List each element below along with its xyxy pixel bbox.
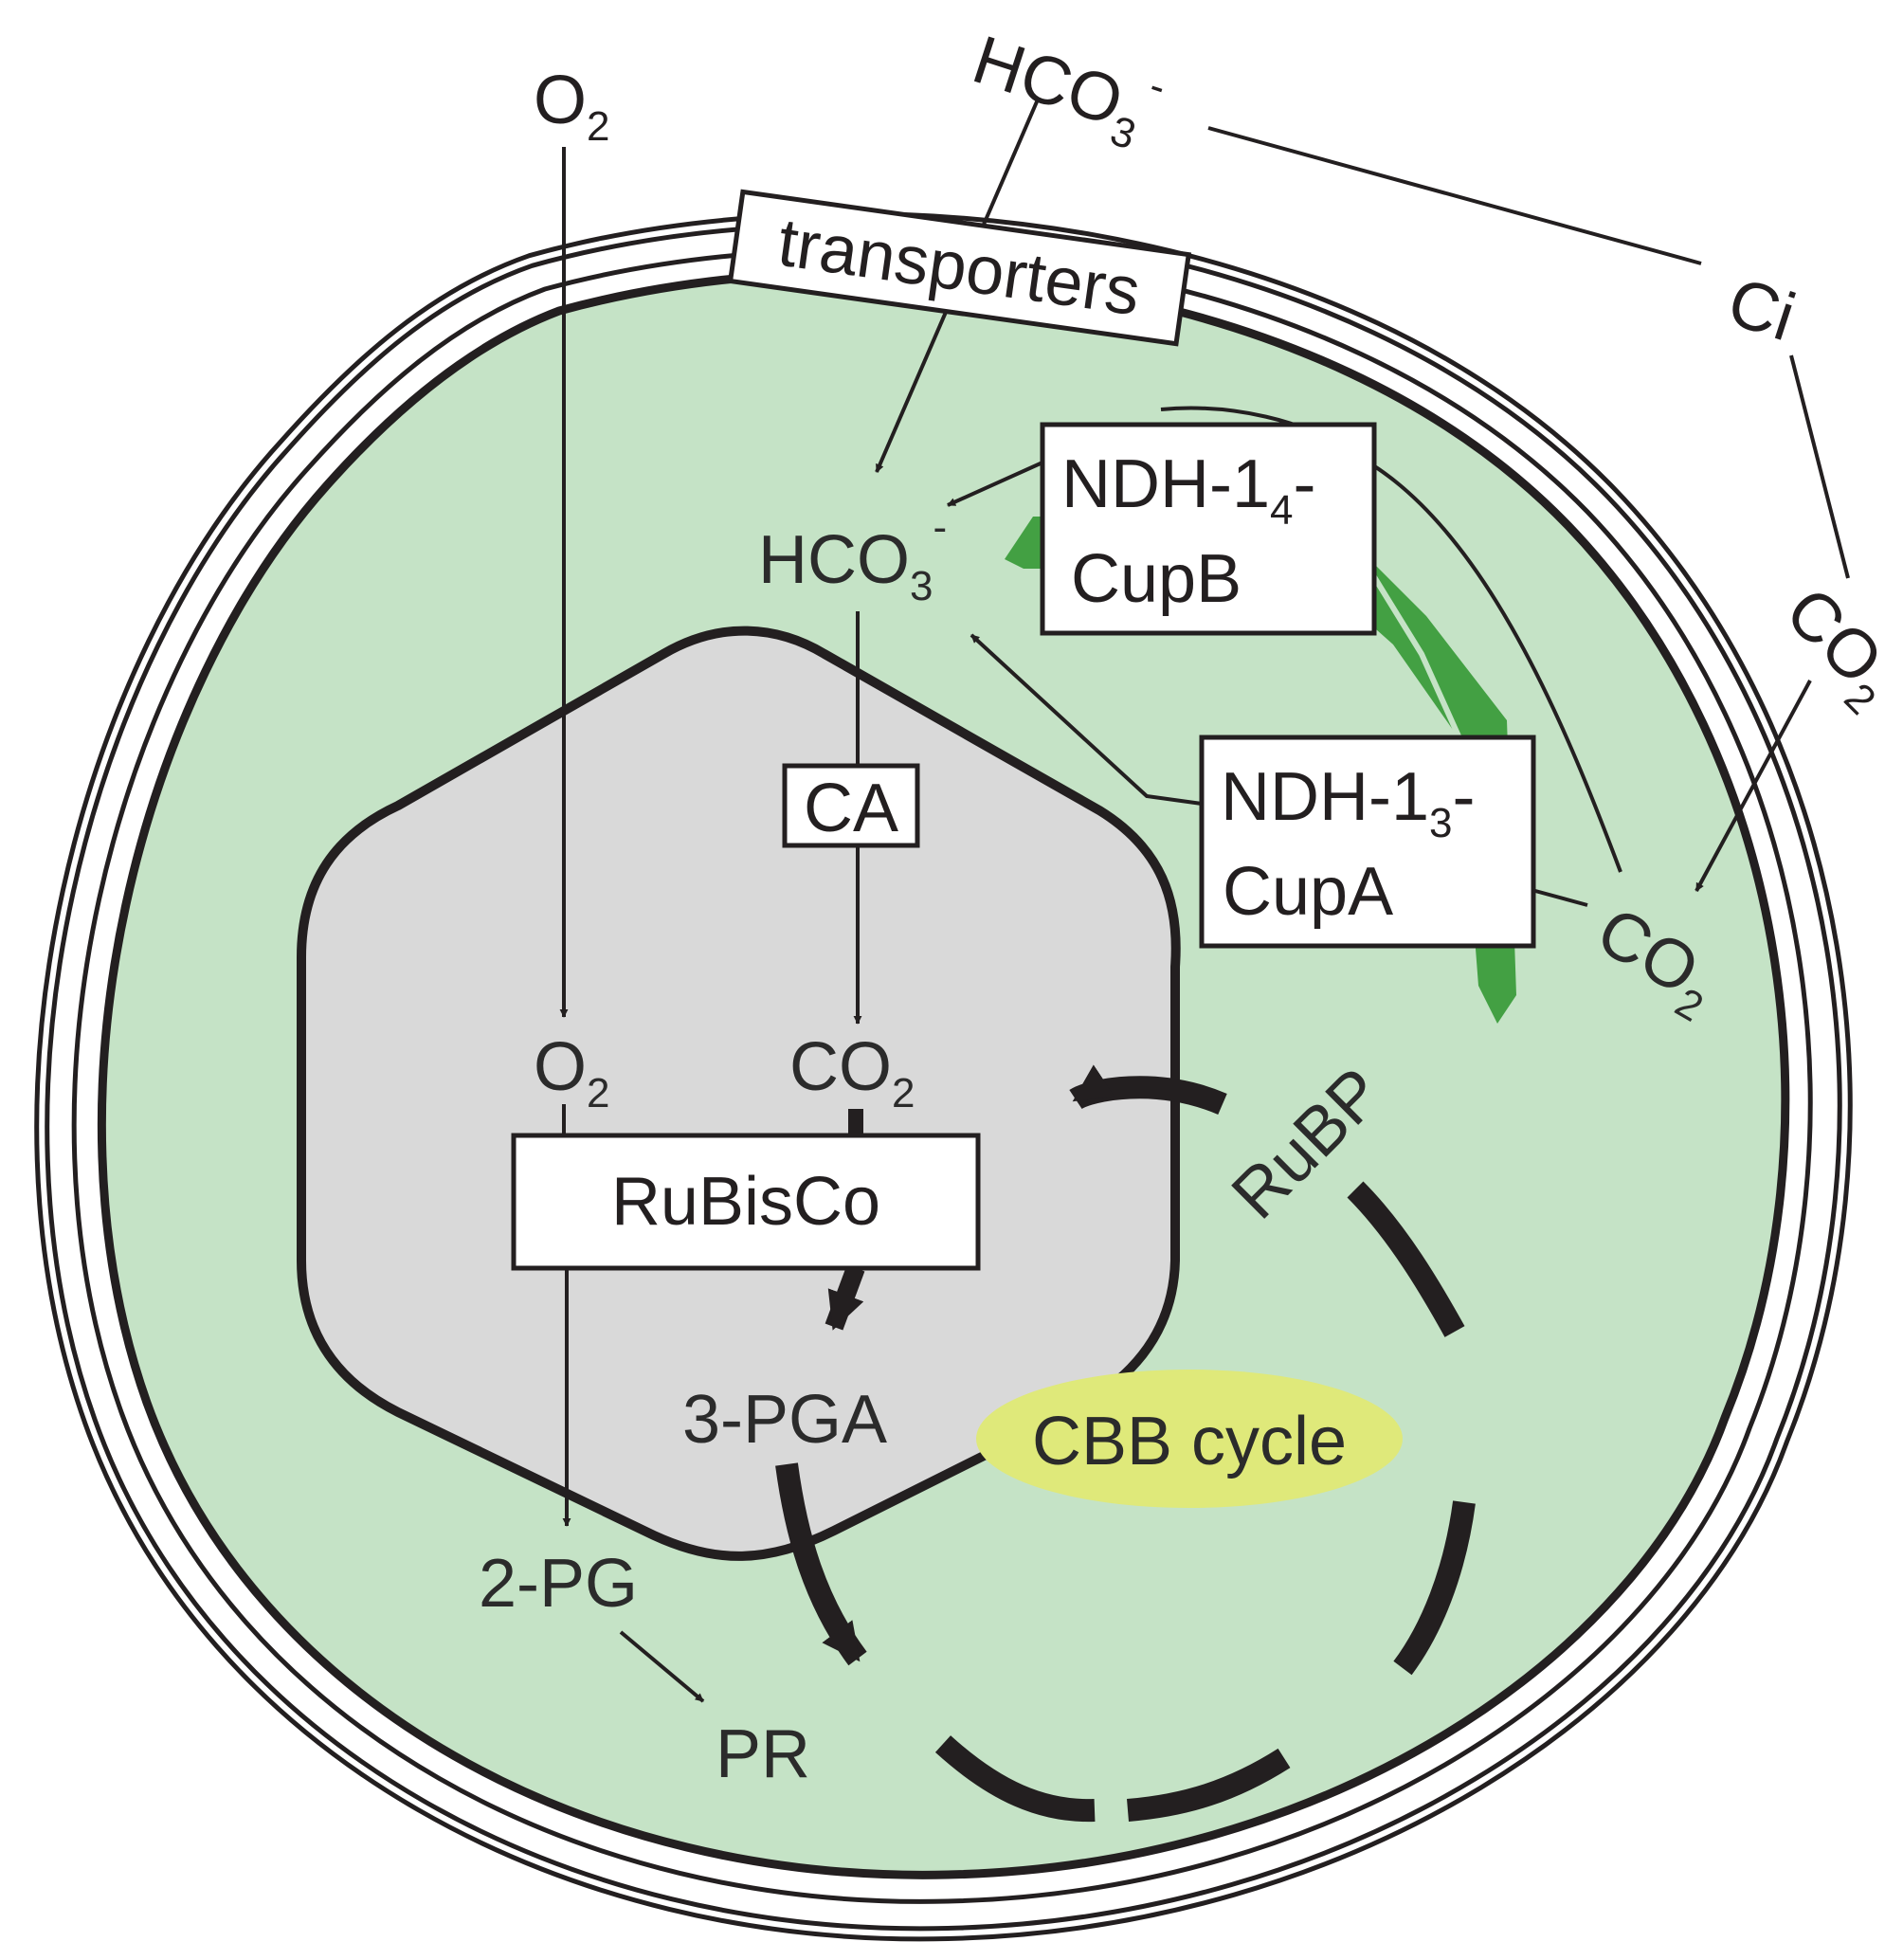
cupb-arrow bbox=[947, 461, 1043, 507]
ci-connectors bbox=[1207, 126, 1850, 579]
cbb-arc-3 bbox=[1127, 1748, 1291, 1822]
co2-to-cupb-line bbox=[1160, 406, 1622, 873]
rubp-to-co2-arrow bbox=[1069, 1064, 1227, 1116]
cupb-label: CupB bbox=[1071, 541, 1241, 617]
cbb-arc-1 bbox=[1347, 1181, 1465, 1337]
co2-diffusion-arrow bbox=[1695, 680, 1812, 892]
2pg-to-pr-arrow bbox=[619, 1630, 705, 1703]
ca-label: CA bbox=[804, 771, 898, 846]
carboxysome bbox=[297, 626, 1181, 1561]
3pga-to-cycle-arrow bbox=[775, 1462, 867, 1666]
rubisco-label: RuBisCo bbox=[611, 1164, 880, 1240]
cbb-cycle-highlight bbox=[976, 1370, 1403, 1508]
cbb-arc-2 bbox=[1393, 1500, 1476, 1676]
cbb-cycle-label: CBB cycle bbox=[1032, 1404, 1347, 1479]
o2-outside-label: O2 bbox=[534, 63, 610, 150]
arrows bbox=[559, 99, 1812, 1703]
ndh14-label: NDH-14- bbox=[1061, 446, 1315, 534]
cbb-cycle-ring bbox=[775, 1064, 1476, 1823]
ci-label: Ci bbox=[1719, 263, 1803, 355]
rubisco-to-3pga-arrow bbox=[825, 1264, 865, 1331]
ndh13-label: NDH-13- bbox=[1221, 759, 1475, 846]
hco3-outside-label: HCO3- bbox=[961, 9, 1171, 163]
cbb-arc-4 bbox=[934, 1735, 1096, 1823]
ca-box: CA bbox=[782, 763, 920, 848]
cell-envelope bbox=[34, 211, 1853, 1942]
co2-outside-label: CO2 bbox=[1763, 573, 1903, 724]
ndh13-cupa-box: NDH-13- CupA bbox=[1199, 735, 1536, 949]
cupa-arrow bbox=[970, 633, 1203, 806]
3pga-label: 3-PGA bbox=[682, 1382, 887, 1458]
pr-label: PR bbox=[716, 1716, 810, 1792]
cupa-label: CupA bbox=[1223, 854, 1393, 930]
co2-to-cupa-line bbox=[1534, 889, 1588, 907]
ndh14-cupb-box: NDH-14- CupB bbox=[1040, 422, 1377, 636]
rubisco-box: RuBisCo bbox=[511, 1133, 981, 1271]
2pg-label: 2-PG bbox=[479, 1546, 638, 1622]
